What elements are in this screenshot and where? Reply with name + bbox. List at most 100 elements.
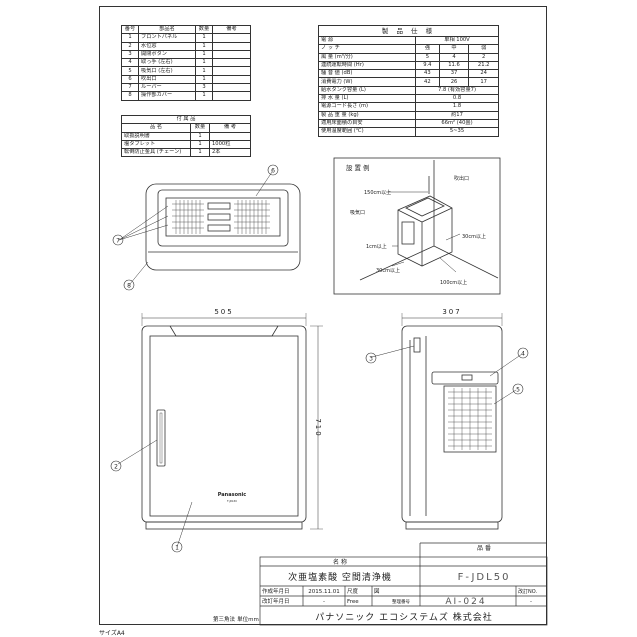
cell: 66m² (40畳)	[415, 118, 499, 129]
cell: 電源コード長さ (m)	[318, 102, 416, 112]
cell: 2本	[209, 148, 251, 158]
table-row: 電源コード長さ (m)1.8	[318, 102, 499, 112]
parts-header-no: 番号	[121, 24, 139, 35]
table-row: 使用温度範囲 (℃)5~35	[318, 127, 499, 137]
cell: 5~35	[415, 127, 499, 137]
cell	[212, 33, 251, 43]
cell: ルーバー	[138, 83, 196, 93]
table-row: 排 水 量 (L)0.8	[318, 94, 499, 104]
cell: 7.8 (有効容量7)	[415, 85, 499, 96]
spec-title: 製 品 仕 様	[318, 25, 499, 37]
cell: 4	[121, 58, 139, 68]
cell: 17	[468, 77, 499, 87]
cell: 塩タブレット	[121, 139, 191, 150]
cell: 1	[195, 33, 213, 43]
cell: 使用温度範囲 (℃)	[318, 127, 416, 137]
paper-size-label: サイズA4	[99, 630, 125, 637]
parts-header-qty: 数量	[195, 24, 213, 35]
cell: 吸気口 (左右)	[138, 66, 196, 76]
cell	[212, 74, 251, 85]
cell: 1000粒	[209, 139, 251, 150]
cell: 2	[468, 52, 499, 62]
cell: 品 名	[121, 123, 191, 133]
cell: 開閉ボタン	[138, 49, 196, 60]
cell: 強	[415, 44, 440, 54]
cell: 約17	[415, 110, 499, 120]
cell: 1	[195, 49, 213, 60]
cell: ノ ッ チ	[318, 44, 416, 54]
cell: 連続運転時間 (Hr)	[318, 60, 416, 71]
cell: 1	[121, 33, 139, 43]
accessory-header: 品 名 数量 備 考	[121, 123, 251, 133]
cell: 0.8	[415, 94, 499, 104]
cell: 43	[415, 69, 440, 79]
cell: 1	[195, 91, 213, 101]
parts-header-note: 備考	[212, 24, 251, 35]
cell: 24	[468, 69, 499, 79]
cell: 吹出口	[138, 74, 196, 85]
cell: 2	[121, 41, 139, 51]
cell: 弱	[468, 44, 499, 54]
cell: フロントパネル	[138, 33, 196, 43]
cell: 水位窓	[138, 41, 196, 51]
cell: 1	[190, 148, 210, 158]
cell: 単相 100V	[415, 35, 499, 46]
cell: 5	[121, 66, 139, 76]
cell: 中	[438, 44, 470, 54]
cell: 26	[438, 77, 470, 87]
cell: 8	[121, 91, 139, 101]
cell	[212, 49, 251, 60]
cell: 4	[438, 52, 470, 62]
table-row: 製 品 重 量 (kg)約17	[318, 110, 499, 120]
cell: 42	[415, 77, 440, 87]
cell	[212, 91, 251, 101]
table-row: ノ ッ チ強中弱	[318, 44, 499, 54]
cell	[212, 83, 251, 93]
table-row: 電 源単相 100V	[318, 35, 499, 46]
cell: 取扱説明書	[121, 131, 191, 141]
cell: 操作部カバー	[138, 91, 196, 101]
cell: 排 水 量 (L)	[318, 94, 416, 104]
cell	[209, 131, 251, 141]
cell: 11.6	[438, 60, 470, 71]
parts-header-name: 部品名	[138, 24, 196, 35]
parts-table-header: 番号 部品名 数量 備考	[121, 24, 251, 35]
cell: 1	[190, 139, 210, 150]
cell	[212, 58, 251, 68]
cell: 転倒防止金具 (チェーン)	[121, 148, 191, 158]
cell: 1	[195, 74, 213, 85]
cell	[212, 41, 251, 51]
cell	[212, 66, 251, 76]
cell: 取っ手 (左右)	[138, 58, 196, 68]
cell: 37	[438, 69, 470, 79]
cell: 騒 音 値 (dB)	[318, 69, 416, 79]
cell: 5	[415, 52, 440, 62]
cell: 1	[195, 66, 213, 76]
cell: 消費電力 (W)	[318, 77, 416, 87]
cell: 1	[195, 58, 213, 68]
cell: 3	[121, 49, 139, 60]
cell: 6	[121, 74, 139, 85]
cell: 21.2	[468, 60, 499, 71]
cell: 製 品 重 量 (kg)	[318, 110, 416, 120]
cell: 給水タンク容量 (L)	[318, 85, 416, 96]
cell: 7	[121, 83, 139, 93]
cell: 備 考	[209, 123, 251, 133]
cell: 3	[195, 83, 213, 93]
cell: 数量	[190, 123, 210, 133]
